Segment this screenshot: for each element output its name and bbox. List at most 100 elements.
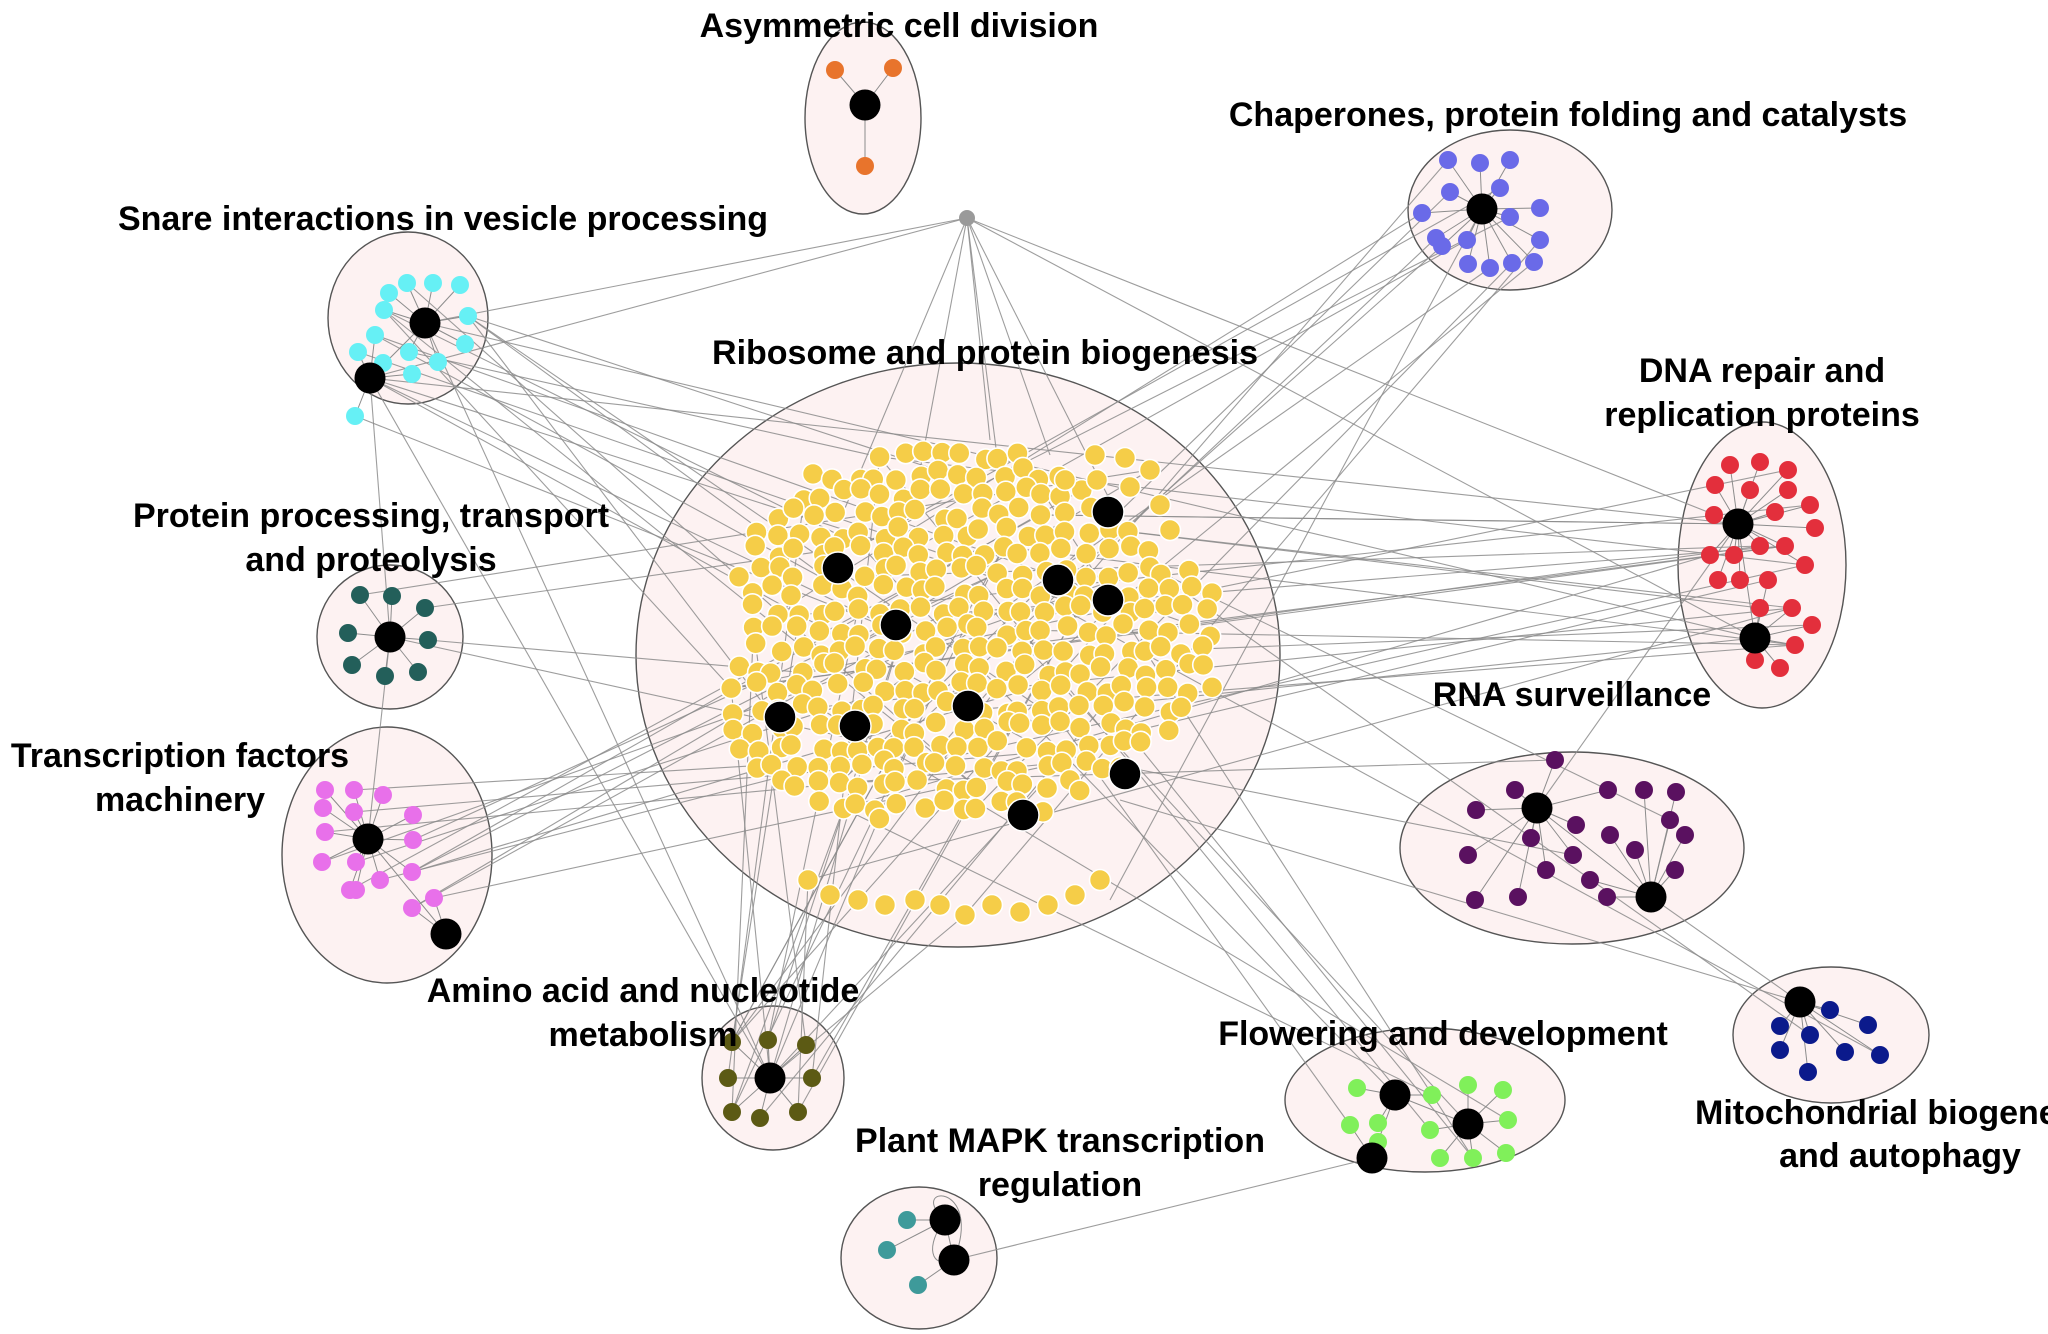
node-dna [1759,571,1777,589]
node-amino [719,1069,737,1087]
cluster-ellipse-mapk [840,1186,998,1330]
node-snare [459,307,477,325]
edge [467,315,939,471]
node-ribosome [884,468,908,492]
hub-node-ribosome [951,689,985,723]
hub-node-ribosome [821,551,855,585]
edge [1040,514,1739,525]
node-ribosome [868,482,891,506]
node-dna [1725,546,1743,564]
edge [424,322,771,1079]
node-mapk [898,1211,916,1229]
node-transcription [316,823,334,841]
node-ribosome [853,564,877,588]
node-amino [797,1036,815,1054]
node-ribosome [924,711,947,734]
edge [966,217,991,441]
node-ribosome [808,619,831,643]
node-protein-processing [419,631,437,649]
node-ribosome [743,534,767,558]
node-ribosome [1158,518,1182,542]
node-mito [1821,1001,1839,1019]
node-asymmetric [856,157,874,175]
node-ribosome [760,614,784,638]
node-mito [1801,1026,1819,1044]
node-ribosome [1005,542,1029,565]
node-mito [1799,1063,1817,1081]
node-chaperones [1501,151,1519,169]
node-ribosome [1013,653,1036,676]
node-ribosome [1085,468,1109,492]
edge [839,759,1556,784]
node-ribosome [1053,501,1076,525]
node-ribosome [946,463,970,487]
node-ribosome [782,496,805,520]
node-ribosome [826,672,850,696]
cluster-label-mito: Mitochondrial biogenesis [1695,1094,2048,1132]
node-mapk [909,1276,927,1294]
node-protein-processing [383,587,401,605]
node-dna [1746,651,1764,669]
cluster-label-protein-processing: and proteolysis [245,541,496,579]
node-dna [1806,519,1824,537]
node-ribosome [781,536,805,560]
node-ribosome [1015,736,1038,760]
node-dna [1783,599,1801,617]
node-ribosome [1008,711,1032,735]
node-transcription [403,899,421,917]
node-rna [1626,841,1644,859]
node-ribosome [868,445,891,469]
node-ribosome [1036,893,1060,917]
node-amino [789,1103,807,1121]
node-ribosome [884,554,908,577]
node-ribosome [923,751,946,775]
node-ribosome [1028,619,1052,642]
hub-node-transcription [352,823,384,855]
node-mito [1771,1017,1789,1035]
node-flowering [1369,1114,1387,1132]
cluster-label-mapk: regulation [978,1166,1142,1204]
node-ribosome [903,697,926,721]
node-rna [1581,871,1599,889]
node-transcription [404,831,422,849]
node-rna [1467,801,1485,819]
edge [797,879,809,1113]
node-ribosome [1133,695,1156,719]
cluster-label-flowering: Flowering and development [1218,1015,1668,1053]
node-ribosome [1069,594,1092,617]
node-ribosome [1035,776,1059,800]
node-ribosome [1097,537,1121,560]
node-ribosome [1116,561,1140,585]
edge [411,613,944,909]
node-ribosome [928,893,952,917]
node-chaperones [1471,154,1489,172]
node-ribosome [980,893,1004,917]
node-dna [1721,456,1739,474]
node-ribosome [1030,713,1054,737]
node-ribosome [913,796,937,820]
edge [354,415,902,634]
node-ribosome [985,636,1009,660]
node-rna [1509,888,1527,906]
cluster-label-protein-processing: Protein processing, transport [133,497,609,535]
node-transcription [345,803,363,821]
edge [817,706,1509,1121]
cluster-label-transcription: machinery [95,781,265,819]
node-ribosome [1200,675,1224,699]
hub-node-amino [754,1062,786,1094]
hub-node-dna [1739,622,1771,654]
node-rna [1506,781,1524,799]
node-ribosome [964,554,988,577]
node-ribosome [1135,675,1158,699]
edge [408,351,880,458]
node-dna [1786,636,1804,654]
node-protein-processing [416,599,434,617]
node-ribosome [1149,635,1172,659]
edge [1650,896,1801,1003]
node-ribosome [719,676,743,700]
node-transcription [403,863,421,881]
hub-node-snare [409,307,441,339]
edge [369,377,771,1079]
node-flowering [1459,1076,1477,1094]
hub-node-dna [1722,508,1754,540]
